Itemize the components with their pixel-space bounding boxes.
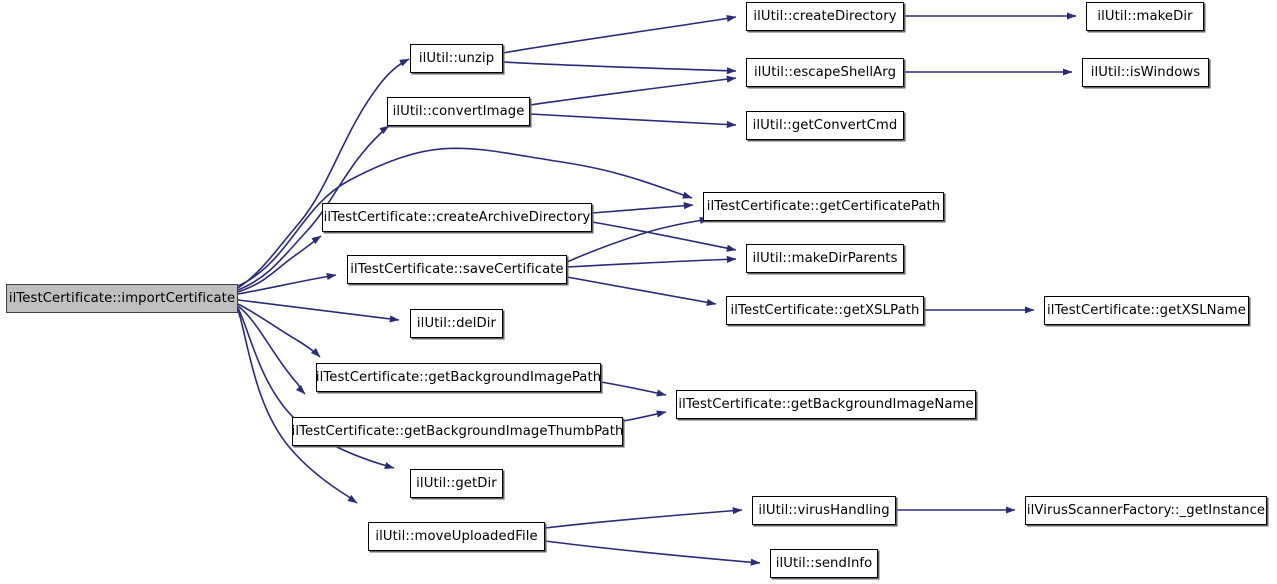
graph-node-label: ilUtil::unzip <box>418 50 495 66</box>
edge-unzip-to-createDirectory <box>502 14 737 54</box>
edge-convertImage-to-getConvertCmd <box>529 113 737 129</box>
edge-importCertificate-to-createArchiveDirectory <box>237 235 322 293</box>
graph-node-unzip[interactable]: ilUtil::unzip <box>410 44 503 73</box>
graph-node-label: ilUtil::getDir <box>416 475 497 491</box>
edge-createArchiveDirectory-to-getCertificatePath <box>591 202 694 214</box>
graph-node-getBackgroundImagePath[interactable]: ilTestCertificate::getBackgroundImagePat… <box>316 363 601 392</box>
graph-node-label: ilTestCertificate::getCertificatePath <box>706 198 941 214</box>
graph-node-label: ilUtil::convertImage <box>392 103 525 119</box>
graph-node-getCertificatePath[interactable]: ilTestCertificate::getCertificatePath <box>703 192 944 221</box>
graph-node-getConvertCmd[interactable]: ilUtil::getConvertCmd <box>746 111 904 140</box>
graph-node-saveCertificate[interactable]: ilTestCertificate::saveCertificate <box>347 255 567 284</box>
edge-getBackgroundImageThumbPath-to-getBackgroundImageName <box>622 410 667 422</box>
edge-getBackgroundImagePath-to-getBackgroundImageName <box>600 381 667 397</box>
graph-node-label: ilTestCertificate::getXSLName <box>1047 302 1246 318</box>
graph-node-label: ilTestCertificate::getXSLPath <box>730 302 920 318</box>
edge-importCertificate-to-getBackgroundImagePath <box>237 303 321 358</box>
graph-node-getXSLPath[interactable]: ilTestCertificate::getXSLPath <box>726 296 924 325</box>
graph-node-label: ilUtil::moveUploadedFile <box>375 528 538 544</box>
graph-node-makeDir[interactable]: ilUtil::makeDir <box>1086 2 1204 31</box>
graph-node-label: ilUtil::makeDir <box>1097 8 1193 24</box>
graph-node-label: ilTestCertificate::createArchiveDirector… <box>323 209 591 225</box>
graph-node-createArchiveDirectory[interactable]: ilTestCertificate::createArchiveDirector… <box>322 203 592 232</box>
graph-node-label: ilUtil::makeDirParents <box>752 250 898 266</box>
graph-node-convertImage[interactable]: ilUtil::convertImage <box>387 97 530 126</box>
edge-moveUploadedFile-to-virusHandling <box>544 507 743 529</box>
edge-createArchiveDirectory-to-makeDirParents <box>591 221 737 252</box>
edge-importCertificate-to-getBackgroundImageThumbPath <box>237 305 306 395</box>
graph-node-label: ilVirusScannerFactory::_getInstance <box>1026 502 1266 518</box>
edge-saveCertificate-to-makeDirParents <box>566 255 737 268</box>
graph-node-makeDirParents[interactable]: ilUtil::makeDirParents <box>746 244 904 273</box>
graph-node-label: ilUtil::sendInfo <box>775 555 873 571</box>
graph-node-getDir[interactable]: ilUtil::getDir <box>410 469 503 498</box>
edge-convertImage-to-escapeShellArg <box>529 75 737 106</box>
graph-node-label: ilTestCertificate::getBackgroundImageThu… <box>291 423 624 439</box>
graph-node-label: ilUtil::getConvertCmd <box>752 117 898 133</box>
graph-node-label: ilTestCertificate::saveCertificate <box>350 261 564 277</box>
edge-unzip-to-escapeShellArg <box>502 61 737 75</box>
graph-node-createDirectory[interactable]: ilUtil::createDirectory <box>746 2 904 31</box>
graph-node-moveUploadedFile[interactable]: ilUtil::moveUploadedFile <box>368 522 545 551</box>
graph-node-label: ilTestCertificate::getBackgroundImagePat… <box>315 369 602 385</box>
graph-node-label: ilUtil::createDirectory <box>753 8 897 24</box>
graph-node-getXSLName[interactable]: ilTestCertificate::getXSLName <box>1044 296 1249 325</box>
graph-node-label: ilUtil::isWindows <box>1090 64 1201 80</box>
graph-node-isWindows[interactable]: ilUtil::isWindows <box>1082 58 1209 87</box>
graph-node-getBackgroundImageThumbPath[interactable]: ilTestCertificate::getBackgroundImageThu… <box>292 417 623 446</box>
graph-node-getBackgroundImageName[interactable]: ilTestCertificate::getBackgroundImageNam… <box>676 390 976 419</box>
graph-node-sendInfo[interactable]: ilUtil::sendInfo <box>770 549 878 578</box>
edge-importCertificate-to-unzip <box>237 58 410 289</box>
graph-node-label: ilUtil::virusHandling <box>758 502 890 518</box>
graph-node-importCertificate[interactable]: ilTestCertificate::importCertificate <box>6 284 238 313</box>
graph-node-virusHandling[interactable]: ilUtil::virusHandling <box>752 496 896 525</box>
edge-moveUploadedFile-to-sendInfo <box>544 540 761 566</box>
graph-node-label: ilUtil::escapeShellArg <box>753 64 897 80</box>
graph-node-label: ilTestCertificate::importCertificate <box>8 290 236 306</box>
edge-importCertificate-to-delDir <box>237 299 400 323</box>
graph-node-escapeShellArg[interactable]: ilUtil::escapeShellArg <box>746 58 904 87</box>
edges-between-nodes <box>502 12 1077 566</box>
graph-node-label: ilTestCertificate::getBackgroundImageNam… <box>678 396 974 412</box>
edge-importCertificate-to-saveCertificate <box>237 272 337 295</box>
graph-node-_getInstance[interactable]: ilVirusScannerFactory::_getInstance <box>1025 496 1267 525</box>
graph-node-delDir[interactable]: ilUtil::delDir <box>410 309 503 338</box>
edge-importCertificate-to-moveUploadedFile <box>237 309 358 504</box>
graph-node-label: ilUtil::delDir <box>416 315 497 331</box>
edge-saveCertificate-to-getXSLPath <box>566 276 717 306</box>
